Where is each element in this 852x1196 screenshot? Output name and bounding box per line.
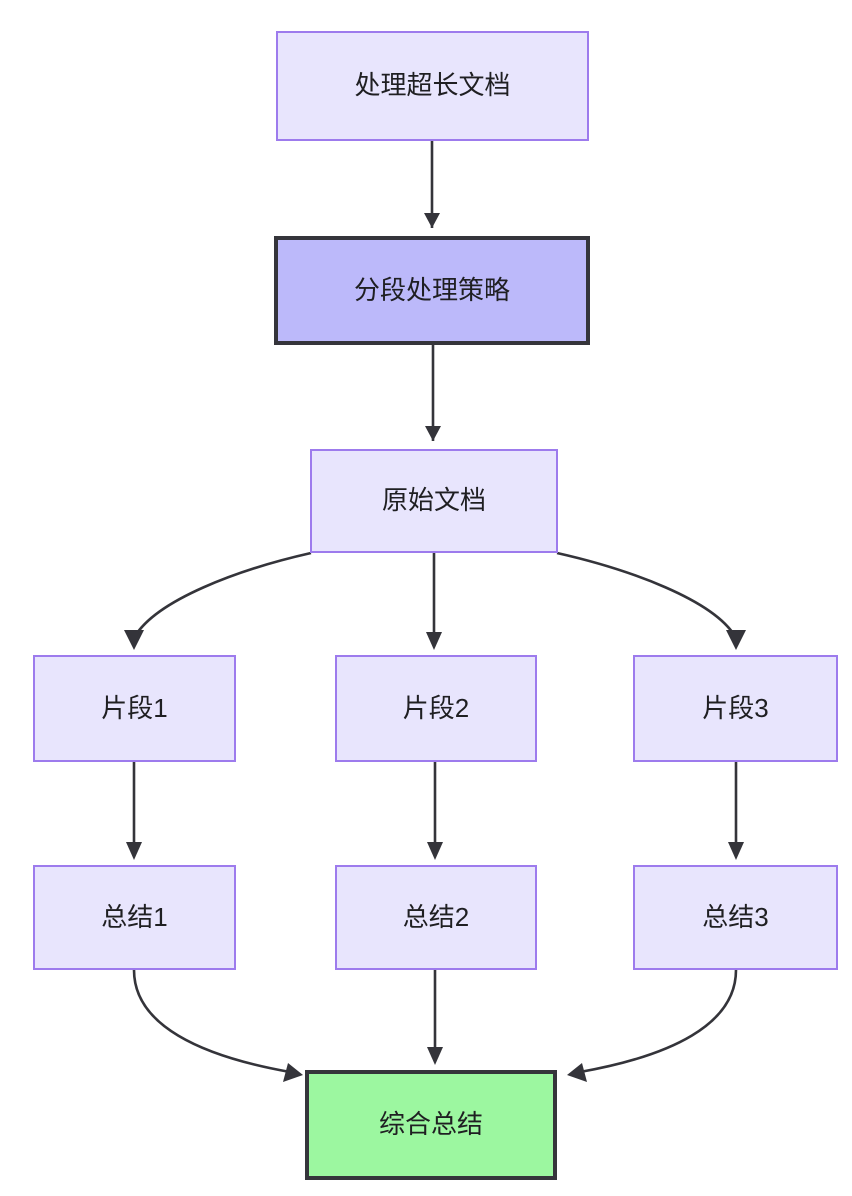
node-label: 综合总结	[378, 1109, 483, 1140]
node-label: 分段处理策略	[353, 274, 510, 305]
edge-n5-n8	[427, 762, 443, 860]
node-summary-2[interactable]: 总结2	[335, 865, 537, 970]
edge-n1-n2	[424, 141, 440, 228]
node-original-document[interactable]: 原始文档	[310, 449, 558, 553]
node-label: 总结1	[101, 901, 168, 932]
node-label: 片段1	[101, 692, 168, 723]
node-label: 原始文档	[381, 485, 486, 516]
node-summary-1[interactable]: 总结1	[33, 865, 236, 970]
node-comprehensive-summary[interactable]: 综合总结	[305, 1070, 557, 1180]
node-fragment-1[interactable]: 片段1	[33, 655, 236, 762]
node-chunking-strategy[interactable]: 分段处理策略	[274, 236, 590, 345]
node-label: 总结2	[402, 901, 470, 932]
edge-n9-n10	[567, 969, 738, 1082]
edge-n3-n5	[426, 553, 442, 650]
node-label: 片段3	[702, 692, 769, 723]
node-summary-3[interactable]: 总结3	[633, 865, 838, 970]
edge-n7-n10	[132, 969, 303, 1082]
edge-n4-n7	[126, 762, 142, 860]
node-label: 处理超长文档	[354, 70, 511, 101]
node-label: 总结3	[702, 901, 769, 932]
edge-n8-n10	[427, 970, 443, 1065]
node-process-long-document[interactable]: 处理超长文档	[276, 31, 589, 141]
node-fragment-2[interactable]: 片段2	[335, 655, 537, 762]
edge-n3-n4	[124, 551, 312, 650]
edge-n3-n6	[556, 551, 746, 650]
edge-n6-n9	[728, 762, 744, 860]
node-fragment-3[interactable]: 片段3	[633, 655, 838, 762]
node-label: 片段2	[402, 692, 470, 723]
edge-n2-n3	[425, 345, 441, 441]
